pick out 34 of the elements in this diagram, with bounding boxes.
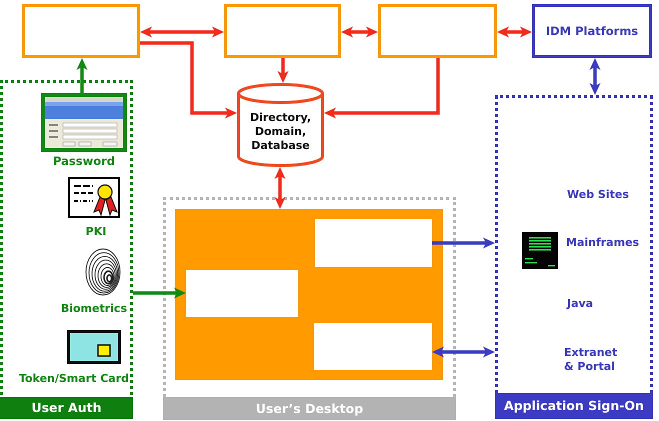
arrow bbox=[432, 238, 495, 248]
item-label: Token/Smart Card bbox=[18, 372, 129, 386]
group-title: Application Sign-On bbox=[495, 393, 653, 419]
picture-caption: Password bbox=[52, 154, 116, 169]
process-box bbox=[314, 323, 432, 370]
item-label: Biometrics bbox=[60, 302, 127, 316]
process-box bbox=[22, 4, 140, 58]
group-title: User’s Desktop bbox=[163, 397, 456, 420]
arrow bbox=[278, 58, 288, 83]
item-label: Extranet & Portal bbox=[564, 346, 618, 374]
process-box bbox=[378, 4, 497, 58]
double-arrow bbox=[432, 346, 495, 358]
desktop-panel bbox=[175, 209, 443, 380]
item-label: Web Sites bbox=[567, 188, 630, 202]
double-arrow bbox=[497, 26, 532, 38]
double-arrow bbox=[274, 167, 286, 209]
arrow bbox=[140, 41, 237, 118]
item-label: Java bbox=[567, 297, 594, 311]
item-label: Mainframes bbox=[566, 236, 640, 250]
process-box bbox=[224, 4, 341, 58]
node-label: Directory, Domain, Database bbox=[248, 111, 312, 153]
double-arrow bbox=[341, 26, 378, 38]
group-title: User Auth bbox=[0, 397, 133, 419]
process-box bbox=[186, 270, 298, 317]
dotted-group-frame bbox=[163, 197, 456, 420]
node-label: IDM Platforms bbox=[546, 24, 638, 38]
arrow bbox=[133, 288, 186, 298]
double-arrow bbox=[140, 26, 224, 38]
double-arrow bbox=[590, 58, 600, 95]
process-box bbox=[315, 219, 432, 267]
item-label: PKI bbox=[84, 225, 108, 239]
arrow bbox=[324, 58, 440, 118]
arrow bbox=[76, 58, 88, 93]
process-box bbox=[532, 4, 652, 58]
